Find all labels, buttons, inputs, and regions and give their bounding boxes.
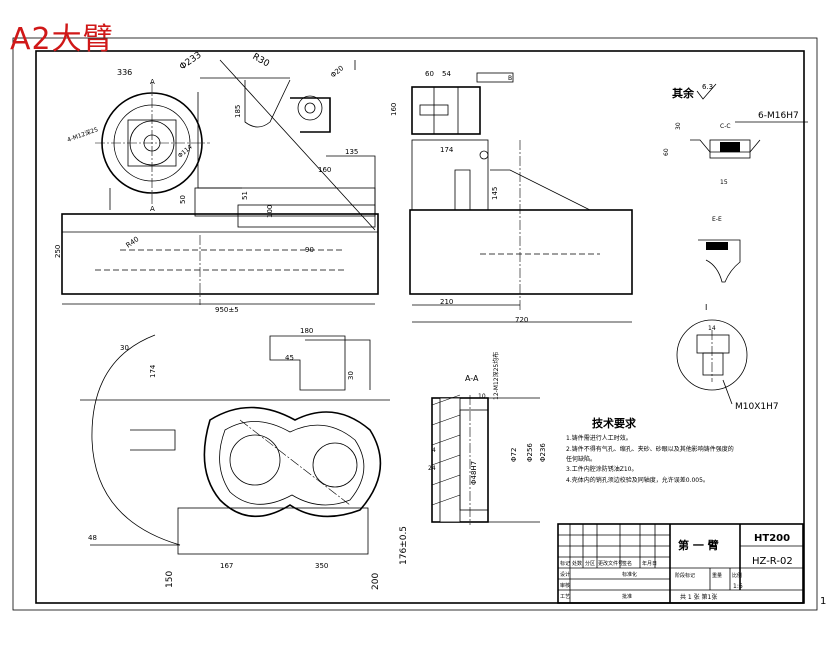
svg-text:年月日: 年月日 bbox=[642, 560, 657, 567]
svg-text:Φ236: Φ236 bbox=[539, 443, 547, 462]
svg-text:100: 100 bbox=[266, 205, 274, 218]
svg-text:6.3: 6.3 bbox=[702, 83, 713, 91]
tech-item-4: 3.工件内腔涂防锈油Z10。 bbox=[566, 465, 637, 473]
svg-text:签名: 签名 bbox=[622, 560, 632, 567]
material: HT200 bbox=[754, 533, 790, 544]
svg-text:145: 145 bbox=[491, 187, 499, 200]
svg-text:Φ114: Φ114 bbox=[177, 144, 194, 160]
svg-text:14: 14 bbox=[708, 325, 716, 332]
svg-text:150: 150 bbox=[165, 571, 175, 588]
svg-text:C-C: C-C bbox=[720, 123, 731, 130]
svg-text:B: B bbox=[508, 75, 512, 82]
svg-text:160: 160 bbox=[390, 103, 398, 116]
svg-text:24: 24 bbox=[428, 465, 436, 472]
svg-text:Φ256: Φ256 bbox=[526, 443, 534, 462]
svg-text:R40: R40 bbox=[125, 235, 141, 249]
drawing-number: HZ-R-02 bbox=[752, 556, 793, 567]
svg-text:185: 185 bbox=[234, 105, 242, 118]
svg-text:50: 50 bbox=[179, 195, 187, 204]
tech-heading: 技术要求 bbox=[592, 416, 637, 430]
svg-text:30: 30 bbox=[675, 122, 682, 130]
svg-text:950±5: 950±5 bbox=[215, 306, 239, 314]
title-block: 标记 处数 分区 更改文件号 签名 年月日 设计 标准化 审核 工艺 批准 阶段… bbox=[557, 523, 804, 604]
svg-text:更改文件号: 更改文件号 bbox=[598, 560, 623, 567]
tech-item-2: 2.铸件不得有气孔、缩孔、夹砂、砂眼以及其他影响铸件强度的 bbox=[566, 445, 734, 453]
detail-views-right: 其余 6.3 6-M16H7 C-C 30 60 15 E-E I 14 M10… bbox=[663, 83, 808, 412]
svg-text:720: 720 bbox=[515, 316, 528, 324]
view-side-top-left: 336 Φ233 R30 185 Φ20 4-M12深25 Φ114 135 1… bbox=[54, 50, 379, 314]
tech-requirements: 技术要求 1.铸件需进行人工时效。 2.铸件不得有气孔、缩孔、夹砂、砂眼以及其他… bbox=[566, 416, 734, 484]
svg-text:336: 336 bbox=[117, 68, 132, 77]
svg-text:174: 174 bbox=[440, 146, 454, 154]
svg-text:6-M16H7: 6-M16H7 bbox=[758, 111, 799, 121]
svg-text:A: A bbox=[150, 78, 155, 86]
view-front-top-middle: 60 54 B 160 174 145 210 720 bbox=[390, 70, 633, 324]
svg-text:250: 250 bbox=[54, 245, 62, 258]
svg-text:Φ72: Φ72 bbox=[510, 448, 518, 462]
svg-text:Φ233: Φ233 bbox=[178, 50, 204, 72]
part-name: 第 一 臂 bbox=[678, 538, 719, 552]
svg-text:设计: 设计 bbox=[560, 571, 570, 578]
view-plan-bottom-left: 30 180 45 174 30 167 350 150 200 176±0.5… bbox=[80, 327, 409, 590]
svg-text:标记: 标记 bbox=[560, 560, 570, 567]
svg-text:90: 90 bbox=[305, 246, 314, 254]
svg-text:重量: 重量 bbox=[712, 572, 722, 579]
svg-text:167: 167 bbox=[220, 562, 233, 570]
svg-text:分区: 分区 bbox=[585, 560, 595, 567]
svg-text:54: 54 bbox=[442, 70, 451, 78]
title-overlay: A2大臂 bbox=[10, 22, 114, 57]
svg-text:1:6: 1:6 bbox=[733, 583, 743, 590]
i-marker: I bbox=[705, 303, 707, 312]
svg-text:比例: 比例 bbox=[732, 572, 742, 579]
svg-text:45: 45 bbox=[285, 354, 294, 362]
svg-text:15: 15 bbox=[720, 179, 728, 186]
svg-text:30: 30 bbox=[347, 371, 355, 380]
svg-text:10: 10 bbox=[478, 393, 486, 400]
svg-text:4-M12深25: 4-M12深25 bbox=[66, 125, 99, 144]
svg-text:30: 30 bbox=[120, 344, 129, 352]
svg-text:60: 60 bbox=[663, 148, 670, 156]
svg-text:51: 51 bbox=[241, 191, 249, 200]
section-a-a: A-A 12-M12深25均布 10 4 24 Φ72 Φ256 Φ236 Φ4… bbox=[428, 352, 547, 525]
outer-border bbox=[12, 37, 818, 611]
svg-text:174: 174 bbox=[149, 364, 157, 378]
svg-text:12-M12深25均布: 12-M12深25均布 bbox=[492, 352, 500, 400]
svg-text:审核: 审核 bbox=[560, 582, 570, 589]
svg-text:M10X1H7: M10X1H7 bbox=[735, 402, 779, 412]
svg-text:阶段标记: 阶段标记 bbox=[675, 572, 695, 579]
svg-text:200: 200 bbox=[371, 573, 381, 590]
svg-text:180: 180 bbox=[300, 327, 313, 335]
svg-text:60: 60 bbox=[425, 70, 434, 78]
svg-text:Φ48H7: Φ48H7 bbox=[470, 461, 478, 485]
svg-text:批准: 批准 bbox=[622, 593, 632, 600]
svg-text:Φ20: Φ20 bbox=[329, 64, 345, 79]
svg-text:A: A bbox=[150, 205, 155, 213]
tech-item-1: 1.铸件需进行人工时效。 bbox=[566, 434, 632, 442]
svg-text:4: 4 bbox=[432, 447, 436, 454]
page-number: 1 bbox=[820, 596, 827, 607]
svg-text:其余: 其余 bbox=[672, 86, 695, 100]
svg-text:处数: 处数 bbox=[572, 560, 582, 567]
tech-item-5: 4.壳体内的销孔须边校验及同轴度，允许误差0.005。 bbox=[566, 476, 709, 484]
svg-text:48: 48 bbox=[88, 534, 97, 542]
svg-text:210: 210 bbox=[440, 298, 453, 306]
svg-text:176±0.5: 176±0.5 bbox=[399, 526, 409, 565]
svg-text:A-A: A-A bbox=[465, 374, 479, 383]
svg-text:E-E: E-E bbox=[712, 216, 722, 223]
sheet-count: 共 1 张 第1张 bbox=[680, 593, 717, 601]
svg-text:工艺: 工艺 bbox=[560, 594, 570, 600]
inner-frame bbox=[35, 50, 805, 604]
svg-text:160: 160 bbox=[318, 166, 331, 174]
svg-text:350: 350 bbox=[315, 562, 328, 570]
tech-item-3: 任何缺陷。 bbox=[566, 455, 596, 463]
svg-text:标准化: 标准化 bbox=[622, 571, 637, 578]
svg-text:R30: R30 bbox=[251, 52, 272, 70]
svg-text:135: 135 bbox=[345, 148, 358, 156]
